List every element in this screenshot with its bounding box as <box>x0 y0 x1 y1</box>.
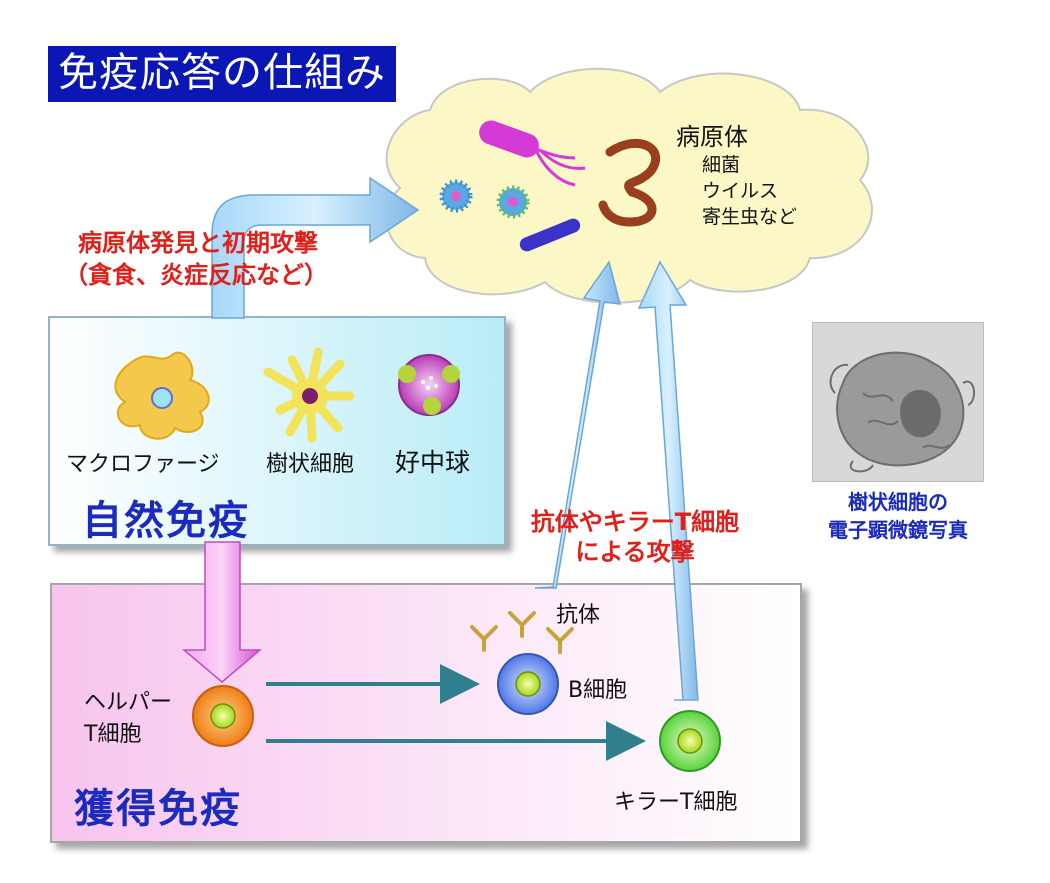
innate-to-pathogen-arrow <box>211 176 420 319</box>
micrograph-image <box>813 323 983 481</box>
neutrophil-icon <box>398 354 460 416</box>
helper-t-cell-icon <box>192 685 254 747</box>
killer-t-cell-icon <box>659 710 721 772</box>
antibody-label: 抗体 <box>556 603 601 628</box>
attack-line2: による攻撃 <box>575 538 695 566</box>
page-title: 免疫応答の仕組み <box>48 46 396 102</box>
dendritic-cell-icon <box>263 347 355 443</box>
innate-action-line2: （貪食、炎症反応など） <box>64 261 328 289</box>
antibody-icon <box>470 611 574 654</box>
pathogen-item: 寄生虫など <box>702 206 798 228</box>
b-cell-icon <box>497 653 559 715</box>
virus-icon <box>439 179 473 213</box>
dendritic-cell-micrograph <box>812 322 984 482</box>
innate-immunity-label: 自然免疫 <box>82 498 250 544</box>
b-cell-label: B細胞 <box>568 678 628 703</box>
pathogen-heading: 病原体 <box>676 123 748 151</box>
virus-icon-2 <box>496 185 530 219</box>
killer-t-cell-label: キラーT細胞 <box>614 790 738 815</box>
innate-action-line1: 病原体発見と初期攻撃 <box>78 229 318 257</box>
adaptive-immunity-label: 獲得免疫 <box>74 786 242 832</box>
helper-line2: T細胞 <box>84 722 142 747</box>
bacterium-icon <box>479 120 586 187</box>
helper-line1: ヘルパー <box>84 690 173 715</box>
helper-t-cell-label: ヘルパー T細胞 <box>84 687 172 751</box>
killer-attack-arrow <box>637 260 699 701</box>
caption-line1: 樹状細胞の <box>848 490 948 514</box>
antibody-attack-arrow <box>534 260 622 589</box>
neutrophil-label: 好中球 <box>395 448 471 477</box>
attack-label: 抗体やキラーT細胞 による攻撃 <box>515 507 755 567</box>
dendritic-cell-label: 樹状細胞 <box>266 452 355 477</box>
micrograph-caption: 樹状細胞の 電子顕微鏡写真 <box>808 488 988 544</box>
pathogen-label-group: 病原体 細菌 ウイルス 寄生虫など <box>676 122 797 230</box>
macrophage-label: マクロファージ <box>66 452 220 477</box>
attack-line1: 抗体やキラーT細胞 <box>530 508 740 536</box>
caption-line2: 電子顕微鏡写真 <box>828 518 968 542</box>
pathogen-item: ウイルス <box>702 180 779 202</box>
macrophage-icon <box>114 351 210 440</box>
rod-bacterium-icon <box>519 218 581 252</box>
parasite-icon <box>598 138 661 227</box>
pathogen-item: 細菌 <box>702 154 741 176</box>
innate-to-adaptive-arrow <box>181 541 263 683</box>
